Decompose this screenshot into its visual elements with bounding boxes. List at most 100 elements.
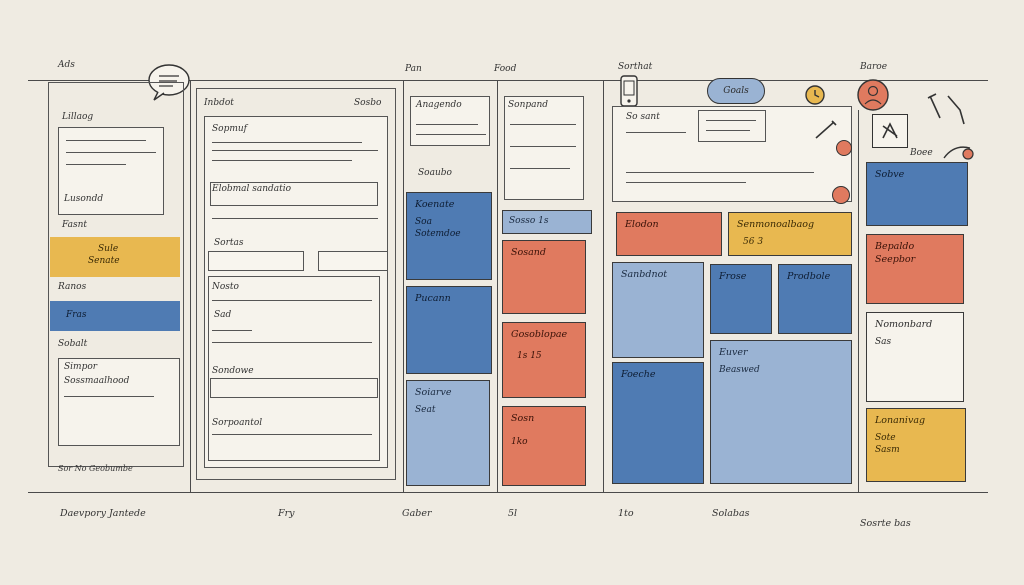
document-icon[interactable] bbox=[872, 114, 908, 148]
sidebar-item-yellow[interactable]: Sule Senate bbox=[50, 237, 180, 277]
goals-pill[interactable]: Goals bbox=[707, 78, 765, 104]
col4-card1[interactable]: Sosand bbox=[502, 240, 586, 314]
form-col-right: Sosbo bbox=[354, 98, 382, 108]
form-field1[interactable] bbox=[210, 182, 378, 206]
col6-white-card[interactable]: Nomonbard Sas bbox=[866, 312, 964, 402]
scribble bbox=[66, 140, 146, 142]
col1-title: Ads bbox=[58, 60, 75, 70]
scribble bbox=[626, 132, 686, 134]
scribble bbox=[416, 134, 486, 136]
clock-icon[interactable] bbox=[804, 84, 826, 106]
col4-card3-title: Sosn bbox=[511, 413, 535, 424]
col6-card2[interactable]: Bepaldo Seepbor bbox=[866, 234, 964, 304]
col5-yellow-card[interactable]: Senmonoalbaog 56 3 bbox=[728, 212, 852, 256]
avatar-icon[interactable] bbox=[856, 78, 890, 112]
divider-4 bbox=[603, 80, 605, 492]
form-footer: Fry bbox=[278, 508, 295, 519]
link-icon[interactable] bbox=[940, 138, 976, 166]
col6-yellow-title: Lonanivag bbox=[875, 415, 926, 426]
scribble bbox=[212, 300, 372, 302]
col5-orange-card[interactable]: Elodon bbox=[616, 212, 722, 256]
col3-card3-line: Seat bbox=[415, 404, 436, 415]
speech-bubble-icon[interactable] bbox=[146, 62, 192, 102]
form-label2: Elobmal sandatio bbox=[212, 184, 292, 194]
sidebar-box1-item: Lusondd bbox=[64, 194, 104, 204]
goals-pill-label: Goals bbox=[723, 86, 749, 96]
sidebar-frame bbox=[48, 82, 184, 467]
col5-lb-card[interactable]: Sanbdnot bbox=[612, 262, 704, 358]
phone-icon[interactable] bbox=[618, 74, 640, 108]
col6-orange-dot bbox=[836, 140, 852, 156]
pen-icon[interactable] bbox=[812, 118, 840, 142]
col3-footer: Gaber bbox=[402, 508, 432, 519]
form-label1: Sopmuf bbox=[212, 124, 248, 134]
form-label6: Sondowe bbox=[212, 366, 254, 376]
arrow-icon[interactable] bbox=[924, 88, 970, 130]
col4-strip[interactable]: Sosso 1s bbox=[502, 210, 592, 234]
col6-card2-title: Bepaldo Seepbor bbox=[875, 241, 916, 265]
col4-card3[interactable]: Sosn 1ko bbox=[502, 406, 586, 486]
col6-white-line: Sas bbox=[875, 336, 892, 347]
col3-card1[interactable]: Koenate Soa Sotemdoe bbox=[406, 192, 492, 280]
sidebar-box2-line2: Sossmaalhood bbox=[64, 376, 130, 386]
col5-orange-dot bbox=[832, 186, 850, 204]
col3-card3[interactable]: Soiarve Seat bbox=[406, 380, 490, 486]
col3-plain-label: Soaubo bbox=[418, 168, 452, 178]
form-field2[interactable] bbox=[210, 378, 378, 398]
sidebar-plain-item[interactable]: Ranos bbox=[58, 282, 87, 292]
sidebar-box2-line1: Simpor bbox=[64, 362, 98, 372]
scribble bbox=[626, 172, 814, 174]
col4-card1-title: Sosand bbox=[511, 247, 546, 258]
scribble bbox=[66, 152, 156, 154]
col5-small2-title: Prodbole bbox=[787, 271, 831, 282]
col5-blue-title: Foeche bbox=[621, 369, 656, 380]
divider-3 bbox=[497, 80, 499, 492]
form-subframe bbox=[208, 276, 380, 461]
bottom-rule bbox=[28, 492, 988, 494]
col6-yellow-line1: Sote bbox=[875, 432, 896, 443]
col4-strip-label: Sosso 1s bbox=[509, 216, 549, 226]
col3-box-title: Anagendo bbox=[416, 100, 462, 110]
col4-card2[interactable]: Gosoblopae 1s 15 bbox=[502, 322, 586, 398]
col4-card2-num: 1s 15 bbox=[517, 350, 542, 361]
scribble bbox=[706, 120, 756, 122]
col3-card2[interactable]: Pucann bbox=[406, 286, 492, 374]
col4-footer: 5l bbox=[508, 508, 518, 519]
form-select2[interactable] bbox=[318, 251, 388, 271]
col5-panel bbox=[612, 106, 852, 202]
form-label4: Nosto bbox=[212, 282, 239, 292]
col6-yellow-card[interactable]: Lonanivag Sote Sasm bbox=[866, 408, 966, 482]
top-rule bbox=[28, 80, 988, 82]
col5-small-card1[interactable]: Frose bbox=[710, 264, 772, 334]
sidebar-blue-label: Fras bbox=[66, 310, 87, 320]
col5-mid-line: Beaswed bbox=[719, 364, 760, 375]
form-label3: Sortas bbox=[214, 238, 244, 248]
col5-inner-box[interactable] bbox=[698, 110, 766, 142]
sidebar-footer: Daevpory Jantede bbox=[60, 508, 146, 519]
col4-box-title: Sonpand bbox=[508, 100, 549, 110]
col5-small-card2[interactable]: Prodbole bbox=[778, 264, 852, 334]
divider-2 bbox=[403, 80, 405, 492]
scribble bbox=[64, 396, 154, 398]
col3-box[interactable] bbox=[410, 96, 490, 146]
col4-box[interactable] bbox=[504, 96, 584, 200]
sidebar-box2[interactable] bbox=[58, 358, 180, 446]
col5-mid-card[interactable]: Euver Beaswed bbox=[710, 340, 852, 484]
col3-title: Pan bbox=[405, 64, 422, 74]
col6-title: Baroe bbox=[860, 62, 888, 72]
sidebar-box1-title: Lillaog bbox=[62, 112, 94, 122]
sidebar-box1[interactable] bbox=[58, 127, 164, 215]
col6-card1[interactable]: Sobve bbox=[866, 162, 968, 226]
scribble bbox=[212, 142, 362, 144]
form-select1[interactable] bbox=[208, 251, 304, 271]
col4-title: Food bbox=[494, 64, 517, 74]
sidebar-item-blue[interactable]: Fras bbox=[50, 301, 180, 331]
form-frame bbox=[196, 88, 396, 480]
col5-blue-card[interactable]: Foeche bbox=[612, 362, 704, 484]
col6-footer: Sosrte bas bbox=[860, 518, 911, 529]
col5-yellow-title: Senmonoalbaog bbox=[737, 219, 815, 230]
sidebar-yellow-line1: Sule bbox=[98, 244, 119, 254]
col6-card1-title: Sobve bbox=[875, 169, 905, 180]
col3-card1-line2: Sotemdoe bbox=[415, 228, 461, 239]
col5-footer-left: 1to bbox=[618, 508, 634, 519]
